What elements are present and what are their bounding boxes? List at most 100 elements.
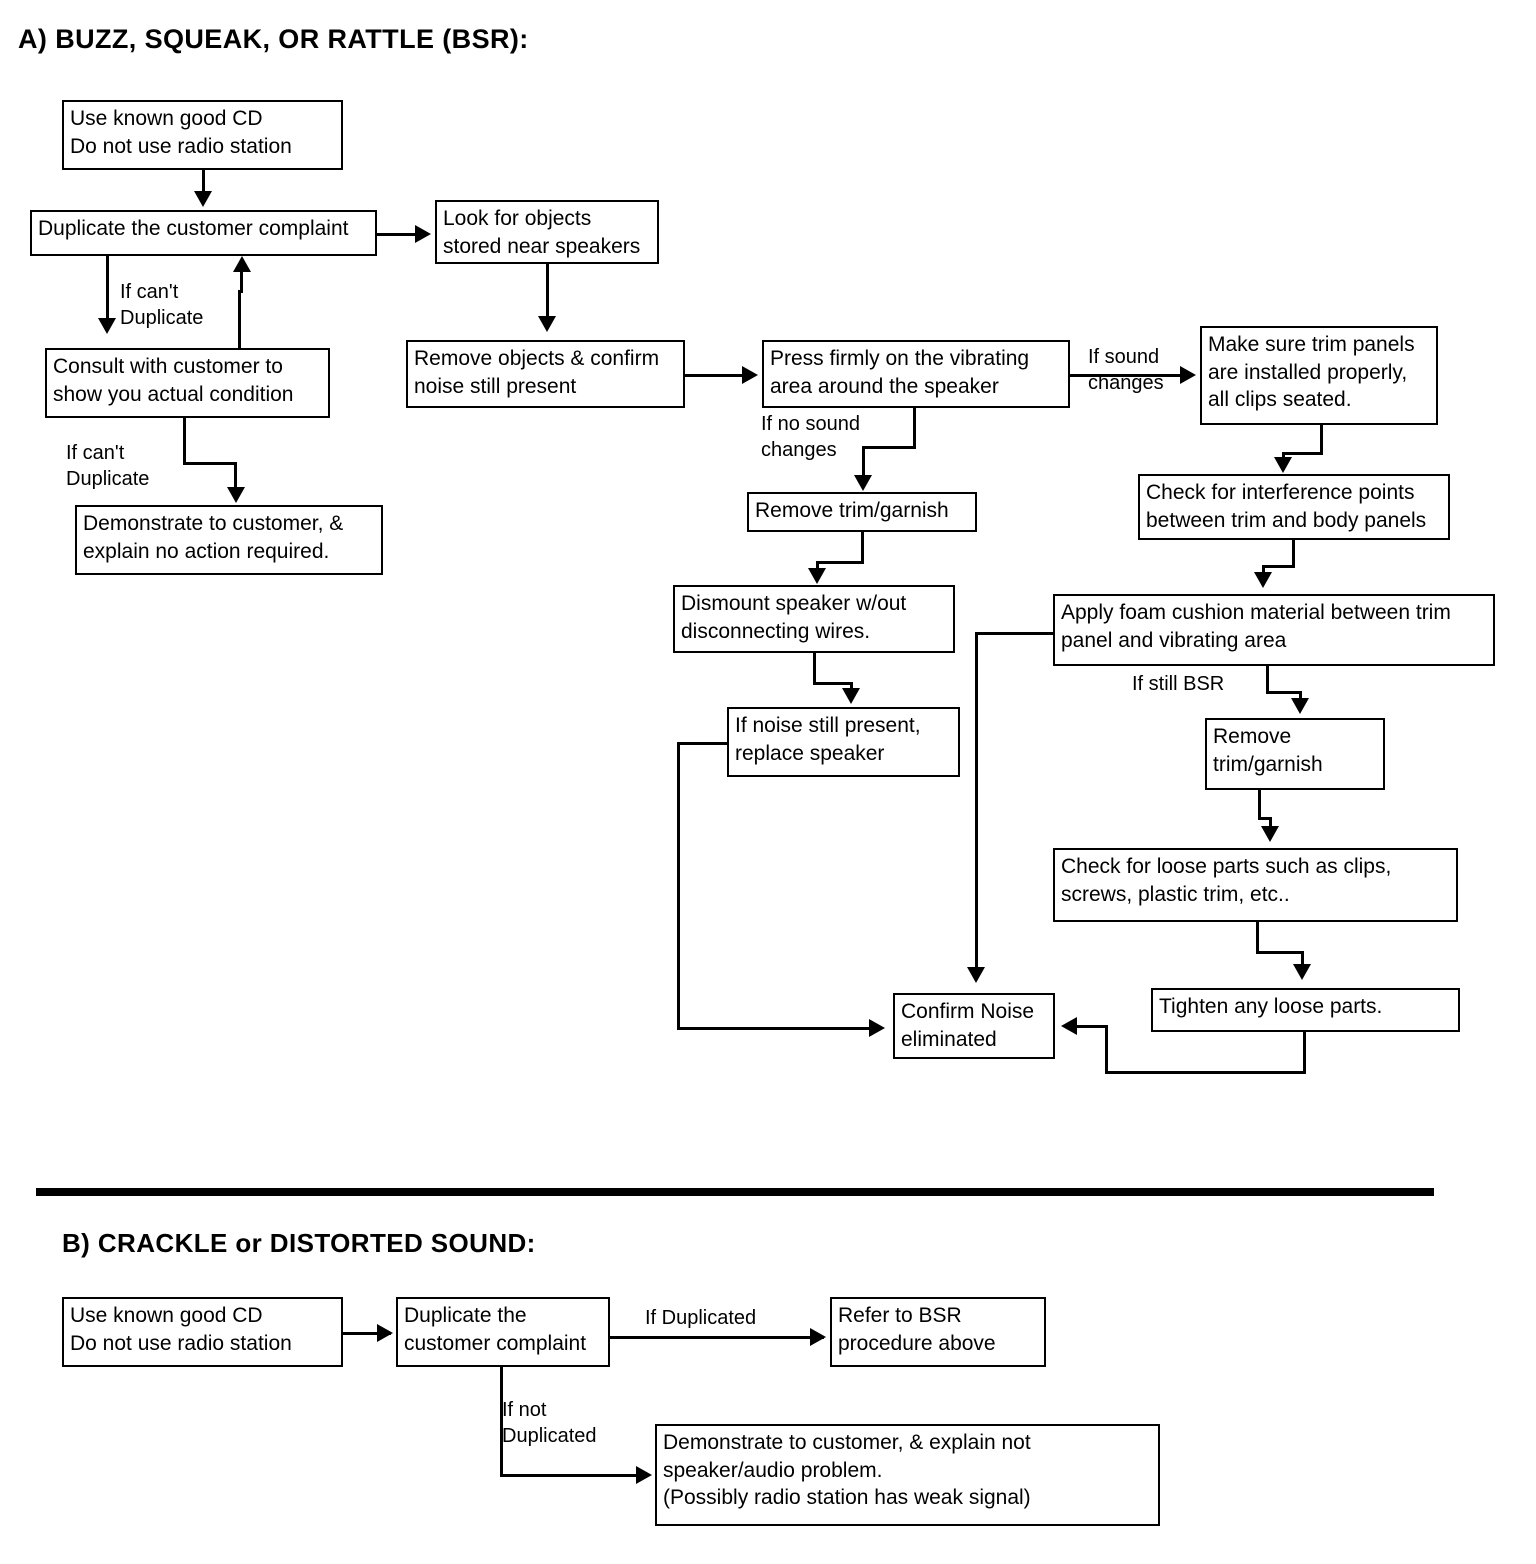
connector-duplicate-to-look bbox=[377, 233, 417, 236]
connector-removetrimr-to-loose-v2 bbox=[1269, 817, 1272, 829]
connector-foam-to-confirm-v bbox=[975, 632, 978, 970]
box-remove-trim-garnish-right: Remove trim/garnish bbox=[1205, 718, 1385, 790]
connector-trimpanels-to-check-v1 bbox=[1320, 425, 1323, 455]
connector-press-to-removetrim-h bbox=[862, 446, 916, 449]
connector-consult-to-demonstrate-v1 bbox=[183, 418, 186, 464]
connector-replace-to-confirm-v bbox=[677, 742, 680, 1030]
label-if-sound-changes: If sound changes bbox=[1088, 346, 1164, 394]
box-look-for-objects: Look for objects stored near speakers bbox=[435, 200, 659, 264]
box-use-known-good-cd-a: Use known good CD Do not use radio stati… bbox=[62, 100, 343, 170]
connector-consult-to-demonstrate-v2 bbox=[234, 462, 237, 490]
arrowhead-check-to-foam bbox=[1254, 572, 1272, 588]
connector-duplicateb-to-demo-v bbox=[500, 1367, 503, 1477]
connector-check-to-foam-h bbox=[1262, 565, 1295, 568]
arrowhead-dismount-to-replace bbox=[842, 688, 860, 704]
arrowhead-duplicate-to-look bbox=[415, 225, 431, 243]
arrowhead-removetrimr-to-loose bbox=[1261, 826, 1279, 842]
box-check-loose-parts: Check for loose parts such as clips, scr… bbox=[1053, 848, 1458, 922]
label-if-cant-duplicate-2: If can't Duplicate bbox=[66, 442, 150, 490]
box-apply-foam: Apply foam cushion material between trim… bbox=[1053, 594, 1495, 666]
connector-duplicateb-to-refer bbox=[610, 1336, 824, 1339]
box-remove-objects: Remove objects & confirm noise still pre… bbox=[406, 340, 685, 408]
box-demonstrate-not-speaker: Demonstrate to customer, & explain not s… bbox=[655, 1424, 1160, 1526]
arrowhead-foam-to-confirm bbox=[967, 967, 985, 983]
connector-dismount-to-replace-h bbox=[813, 682, 853, 685]
connector-press-to-trimpanels bbox=[1070, 374, 1182, 377]
connector-tighten-to-confirm-v2 bbox=[1105, 1025, 1108, 1073]
connector-cd-to-duplicate bbox=[202, 170, 205, 194]
arrowhead-removetrim-to-dismount bbox=[808, 568, 826, 584]
box-duplicate-complaint-b: Duplicate the customer complaint bbox=[396, 1297, 610, 1367]
arrowhead-tighten-to-confirm bbox=[1061, 1017, 1077, 1035]
connector-replace-to-confirm-h1 bbox=[677, 742, 729, 745]
box-confirm-noise: Confirm Noise eliminated bbox=[893, 993, 1055, 1059]
section-b-heading: B) CRACKLE or DISTORTED SOUND: bbox=[62, 1228, 536, 1258]
section-a-heading: A) BUZZ, SQUEAK, OR RATTLE (BSR): bbox=[18, 24, 529, 54]
box-replace-speaker: If noise still present, replace speaker bbox=[727, 707, 960, 777]
connector-loose-to-tighten-v2 bbox=[1301, 951, 1304, 967]
arrowhead-duplicateb-to-demo bbox=[636, 1466, 652, 1484]
box-demonstrate-no-action: Demonstrate to customer, & explain no ac… bbox=[75, 505, 383, 575]
connector-look-to-remove bbox=[546, 264, 549, 318]
connector-trimpanels-to-check-v2 bbox=[1282, 452, 1285, 460]
arrowhead-remove-to-press bbox=[742, 366, 758, 384]
box-use-known-good-cd-b: Use known good CD Do not use radio stati… bbox=[62, 1297, 343, 1367]
arrowhead-consult-to-demonstrate bbox=[227, 487, 245, 503]
section-divider bbox=[36, 1188, 1434, 1196]
connector-tighten-to-confirm-v1 bbox=[1303, 1032, 1306, 1074]
arrowhead-duplicateb-to-refer bbox=[810, 1328, 826, 1346]
arrowhead-duplicate-to-consult bbox=[98, 318, 116, 334]
label-if-duplicated: If Duplicated bbox=[645, 1307, 757, 1329]
connector-tighten-to-confirm-h1 bbox=[1105, 1071, 1306, 1074]
connector-consult-return-up bbox=[240, 268, 243, 292]
connector-consult-return-vertical bbox=[238, 290, 241, 348]
connector-foam-to-confirm-h bbox=[975, 632, 1055, 635]
arrowhead-trimpanels-to-check bbox=[1274, 457, 1292, 473]
connector-loose-to-tighten-v1 bbox=[1256, 922, 1259, 954]
connector-duplicate-to-consult bbox=[106, 256, 109, 320]
connector-replace-to-confirm-h2 bbox=[677, 1027, 873, 1030]
connector-dismount-to-replace-v1 bbox=[813, 653, 816, 685]
connector-trimpanels-to-check-h bbox=[1282, 452, 1323, 455]
box-refer-to-bsr: Refer to BSR procedure above bbox=[830, 1297, 1046, 1367]
box-remove-trim-garnish-left: Remove trim/garnish bbox=[747, 492, 977, 532]
connector-dismount-to-replace-v2 bbox=[850, 682, 853, 690]
box-duplicate-complaint-a: Duplicate the customer complaint bbox=[30, 210, 377, 256]
connector-check-to-foam-v1 bbox=[1292, 540, 1295, 568]
box-check-interference: Check for interference points between tr… bbox=[1138, 474, 1450, 540]
label-if-not-duplicated: If not Duplicated bbox=[502, 1399, 597, 1447]
arrowhead-cdb-to-duplicateb bbox=[377, 1324, 393, 1342]
box-tighten-loose-parts: Tighten any loose parts. bbox=[1151, 988, 1460, 1032]
label-if-cant-duplicate-1: If can't Duplicate bbox=[120, 281, 204, 329]
label-if-still-bsr: If still BSR bbox=[1132, 673, 1225, 695]
connector-remove-to-press bbox=[685, 374, 744, 377]
arrowhead-replace-to-confirm bbox=[869, 1019, 885, 1037]
box-make-sure-trim-panels: Make sure trim panels are installed prop… bbox=[1200, 326, 1438, 425]
arrowhead-foam-to-removetrim bbox=[1291, 698, 1309, 714]
connector-removetrim-to-dismount-v2 bbox=[816, 561, 819, 571]
connector-foam-to-removetrim-v1 bbox=[1266, 666, 1269, 694]
connector-press-to-removetrim-v1 bbox=[913, 408, 916, 448]
connector-press-to-removetrim-v2 bbox=[862, 446, 865, 478]
connector-foam-to-removetrim-v2 bbox=[1299, 691, 1302, 701]
arrowhead-press-to-removetrim bbox=[854, 475, 872, 491]
box-press-firmly: Press firmly on the vibrating area aroun… bbox=[762, 340, 1070, 408]
arrowhead-cd-to-duplicate bbox=[194, 191, 212, 207]
connector-cdb-to-duplicateb bbox=[343, 1332, 391, 1335]
connector-removetrimr-to-loose-h bbox=[1258, 817, 1272, 820]
arrowhead-loose-to-tighten bbox=[1293, 964, 1311, 980]
connector-foam-to-removetrim-h bbox=[1266, 691, 1302, 694]
connector-removetrim-to-dismount-v1 bbox=[861, 532, 864, 564]
label-if-no-sound-changes: If no sound changes bbox=[761, 413, 860, 461]
connector-consult-to-demonstrate-h bbox=[183, 462, 237, 465]
arrowhead-look-to-remove bbox=[538, 316, 556, 332]
connector-loose-to-tighten-h bbox=[1256, 951, 1304, 954]
box-consult-with-customer: Consult with customer to show you actual… bbox=[45, 348, 330, 418]
arrowhead-press-to-trimpanels bbox=[1180, 366, 1196, 384]
connector-duplicateb-to-demo-h bbox=[500, 1474, 644, 1477]
box-dismount-speaker: Dismount speaker w/out disconnecting wir… bbox=[673, 585, 955, 653]
connector-tighten-to-confirm-h2 bbox=[1075, 1025, 1107, 1028]
arrowhead-consult-return bbox=[233, 256, 251, 272]
connector-removetrimr-to-loose-v1 bbox=[1258, 790, 1261, 820]
